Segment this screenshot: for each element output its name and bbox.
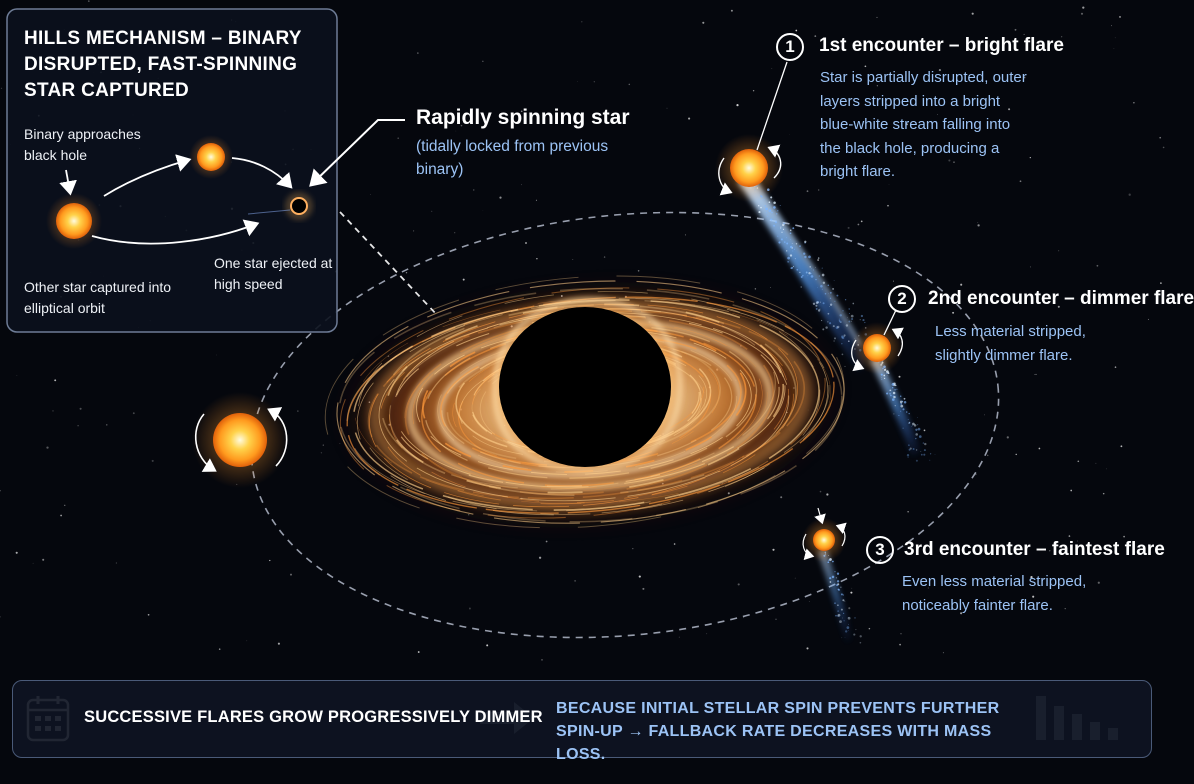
encounter-1-star [715, 61, 883, 372]
inset-title: HILLS MECHANISM – BINARY DISRUPTED, FAST… [24, 28, 302, 101]
encounter-2-star [851, 309, 936, 462]
black-hole-diagram [0, 0, 1165, 742]
encounter-1-title: 1st encounter – bright flare [819, 35, 1064, 56]
encounter-3-star [802, 507, 862, 644]
label-star-captured: Other star captured into elliptical orbi… [24, 279, 172, 316]
label-binary-approaches: Binary approaches black hole [24, 126, 141, 163]
summary-right-text: BECAUSE INITIAL STELLAR SPIN PREVENTS FU… [556, 700, 1000, 763]
encounter-3-description: Even less material stripped, noticeably … [902, 573, 1087, 614]
label-star-ejected: One star ejected at high speed [214, 255, 333, 292]
captured-spinning-star [192, 392, 288, 488]
hills-mechanism-inset [6, 8, 338, 333]
spin-callout-title: Rapidly spinning star [416, 106, 630, 129]
encounter-3-title: 3rd encounter – faintest flare [904, 539, 1165, 560]
encounter-2-number: 2 [888, 285, 916, 313]
encounter-1-description: Star is partially disrupted, outer layer… [820, 69, 1027, 180]
inset-star-ejected [197, 143, 225, 171]
inset-black-hole [290, 197, 308, 215]
encounter-2-description: Less material stripped, slightly dimmer … [935, 323, 1086, 364]
inset-illustration [46, 135, 313, 249]
summary-left-text: SUCCESSIVE FLARES GROW PROGRESSIVELY DIM… [84, 708, 543, 726]
encounter-2-title: 2nd encounter – dimmer flare [928, 288, 1194, 309]
encounter-3-number: 3 [866, 536, 894, 564]
accretion-disk [324, 275, 845, 529]
inset-star-captured [56, 203, 92, 239]
spin-callout-pointer [309, 119, 405, 187]
encounter-1-number: 1 [776, 33, 804, 61]
black-hole [499, 307, 671, 467]
summary-bar [12, 680, 1152, 758]
spin-callout-subtitle: (tidally locked from previous binary) [416, 138, 609, 178]
